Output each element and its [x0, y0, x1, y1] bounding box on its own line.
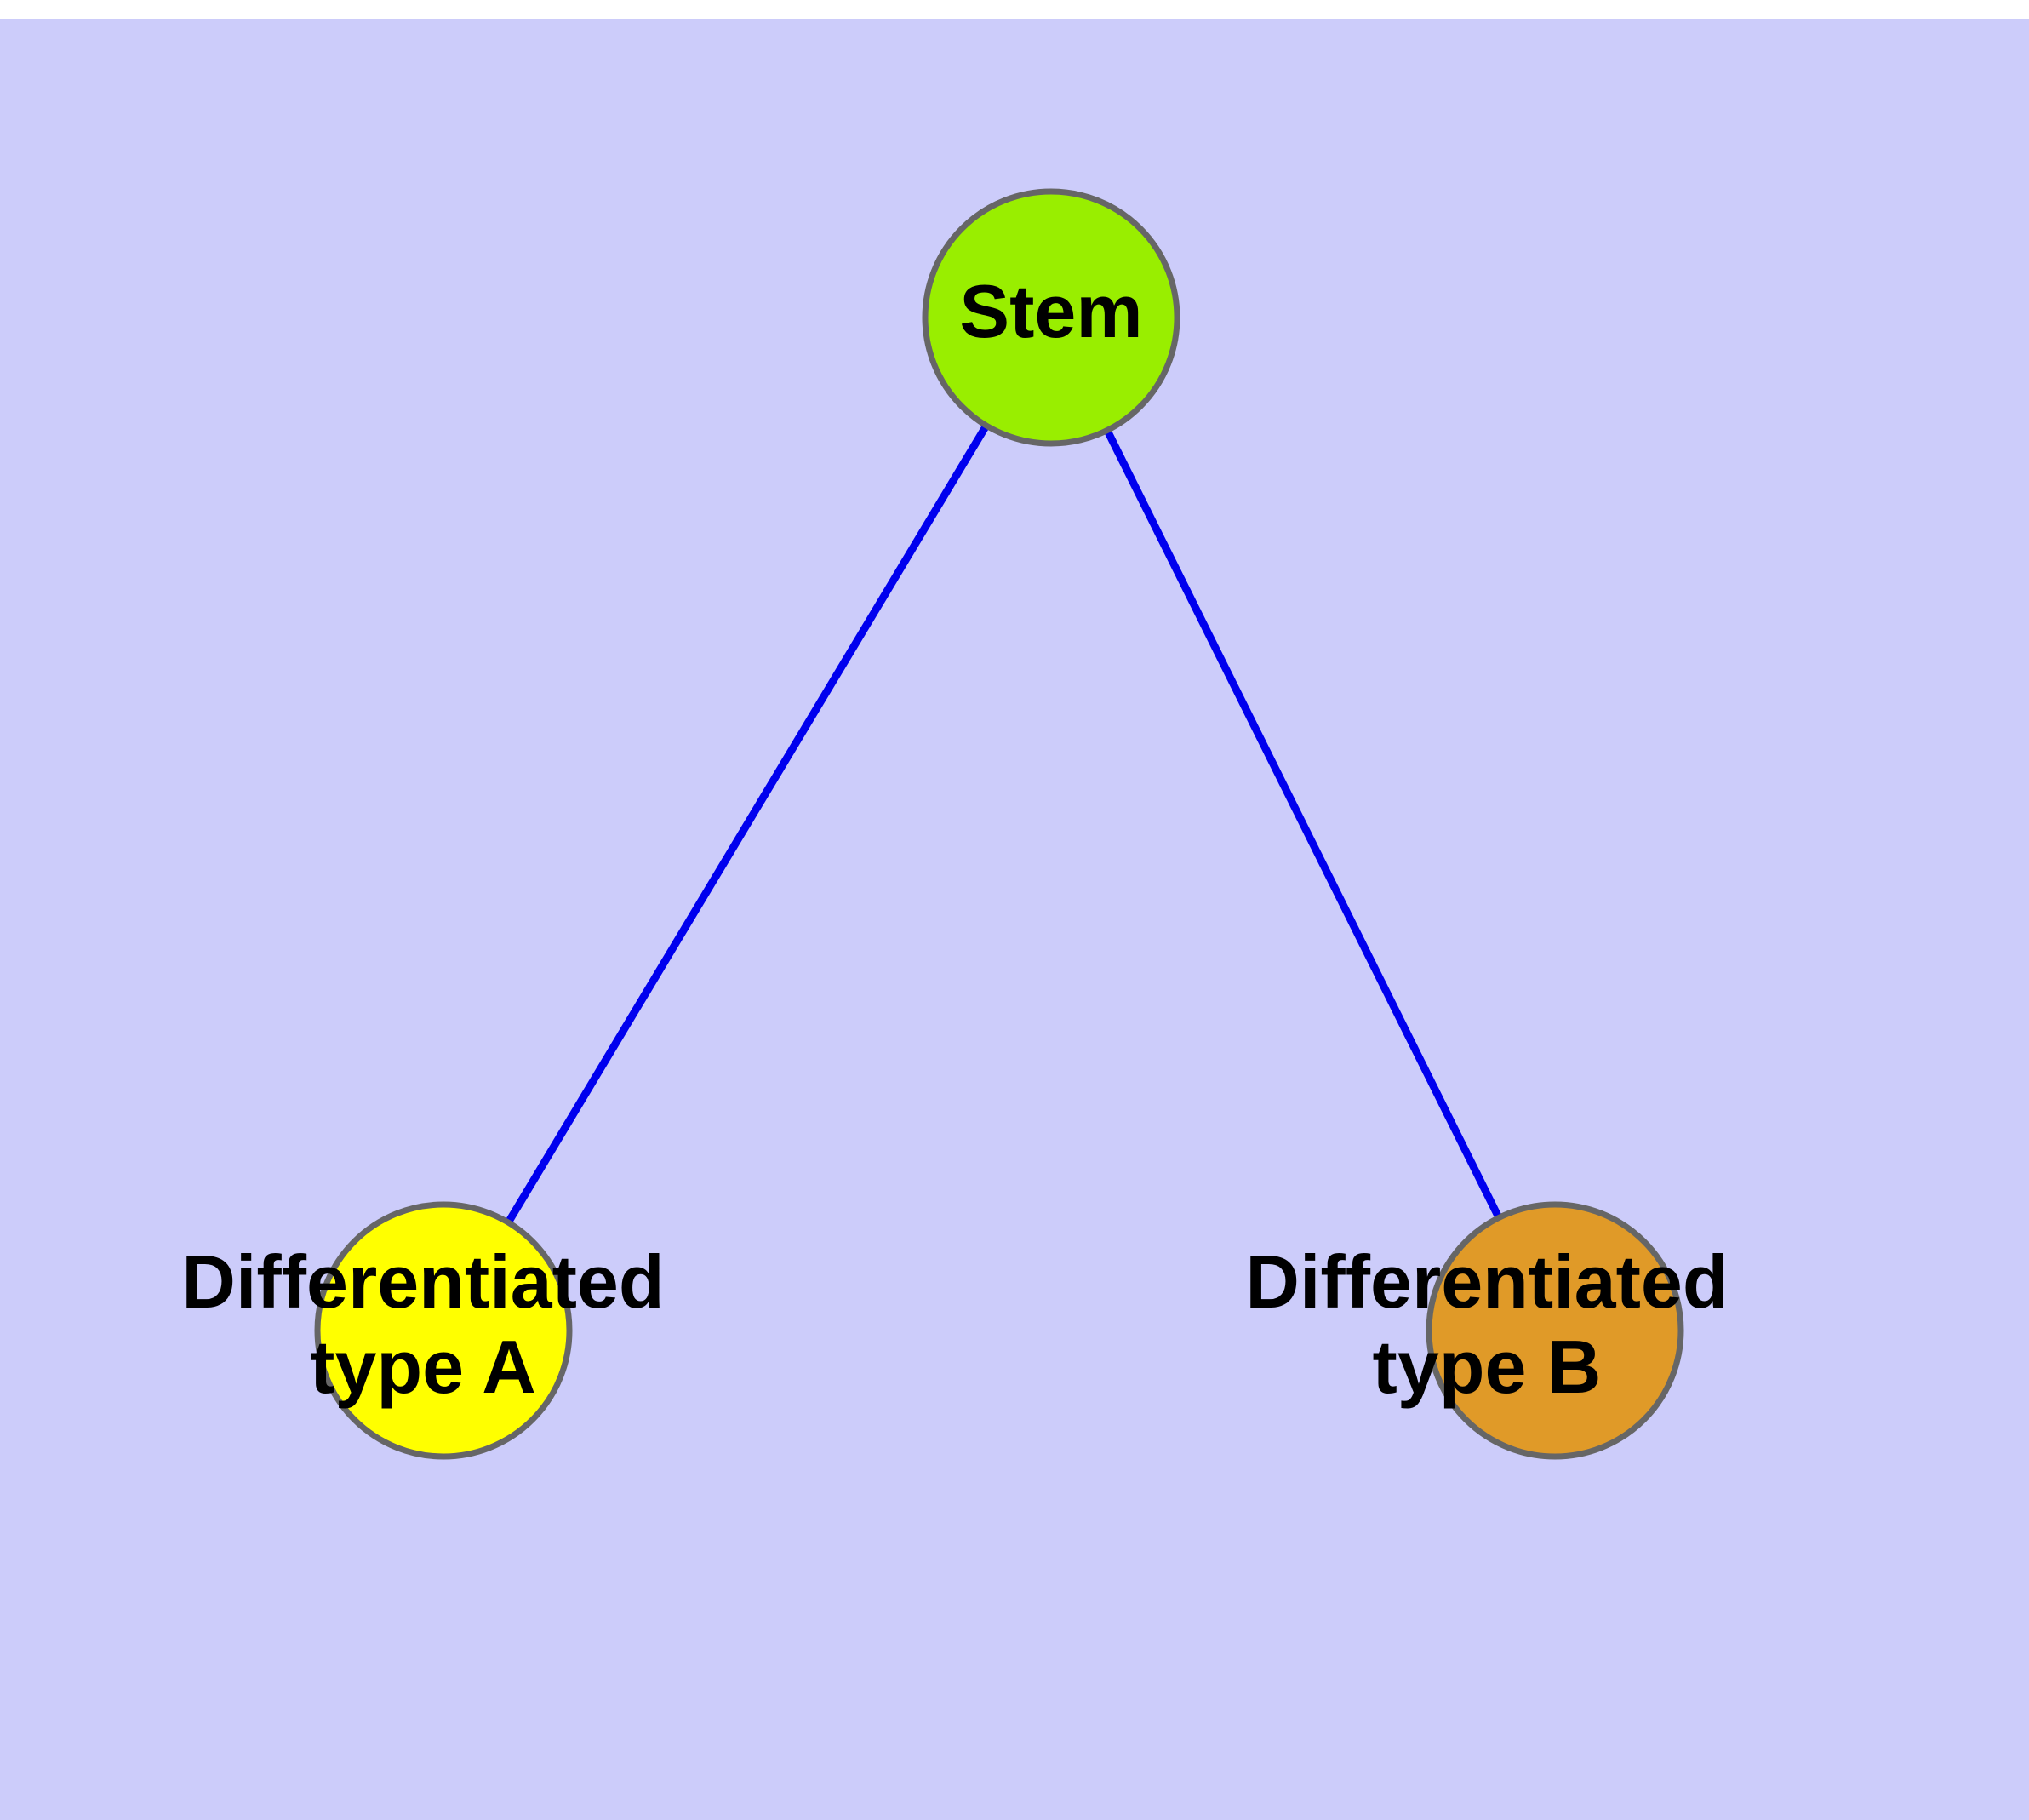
- node-label-line: Differentiated: [181, 1239, 664, 1324]
- edge-stem-to-a[interactable]: [505, 423, 990, 1225]
- edge-stem-to-b[interactable]: [1103, 428, 1503, 1220]
- node-label-line: Differentiated: [1245, 1239, 1728, 1324]
- node-label-stem: Stem: [959, 269, 1142, 353]
- node-label-line: type A: [310, 1325, 536, 1409]
- node-diff-b[interactable]: [1426, 1201, 1684, 1460]
- node-circle-diff-b[interactable]: [1426, 1201, 1684, 1460]
- edges-layer: [505, 423, 1503, 1225]
- node-label-line: Stem: [959, 269, 1142, 353]
- node-label-line: type B: [1373, 1325, 1602, 1409]
- node-circle-diff-a[interactable]: [314, 1201, 573, 1460]
- node-circle-stem[interactable]: [922, 188, 1180, 447]
- node-stem[interactable]: [922, 188, 1180, 447]
- node-diff-a[interactable]: [314, 1201, 573, 1460]
